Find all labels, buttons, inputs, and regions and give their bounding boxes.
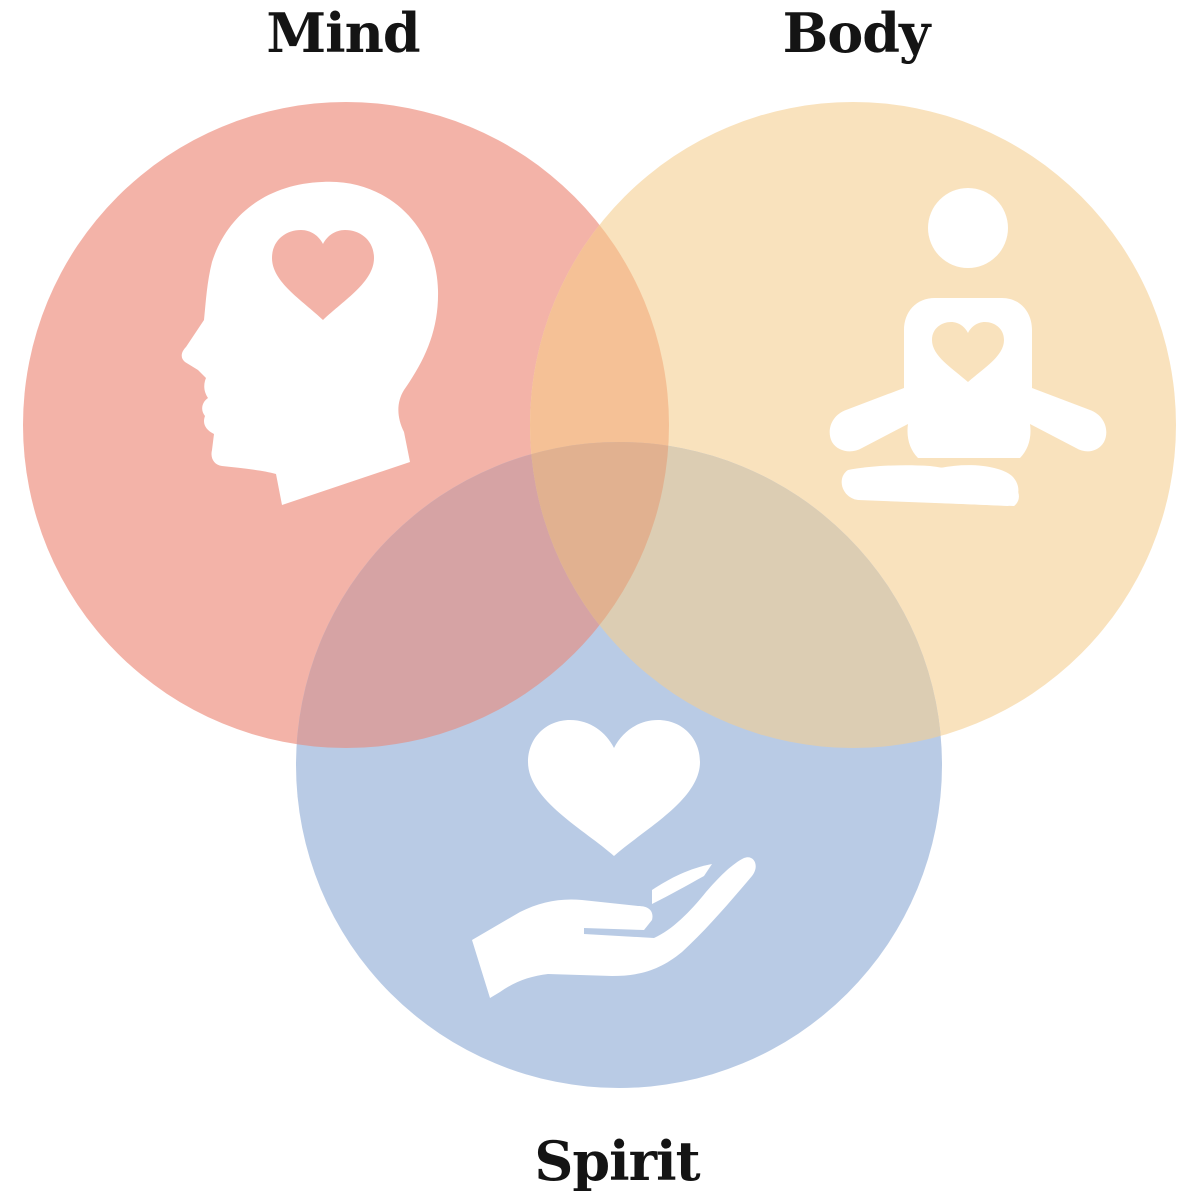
body-spirit-overlap: [530, 442, 942, 748]
head-with-heart-icon: [181, 181, 439, 505]
meditation-figure-icon: [829, 188, 1107, 506]
body-heart-icon: [932, 322, 1004, 382]
mind-spirit-overlap: [296, 442, 669, 748]
body-label: Body: [783, 1, 932, 65]
spirit-label: Spirit: [534, 1129, 700, 1191]
spirit-heart-icon: [528, 720, 700, 856]
mind-label: Mind: [266, 1, 420, 65]
heart-in-hand-icon: [472, 720, 756, 998]
mind-heart-icon: [272, 230, 374, 320]
